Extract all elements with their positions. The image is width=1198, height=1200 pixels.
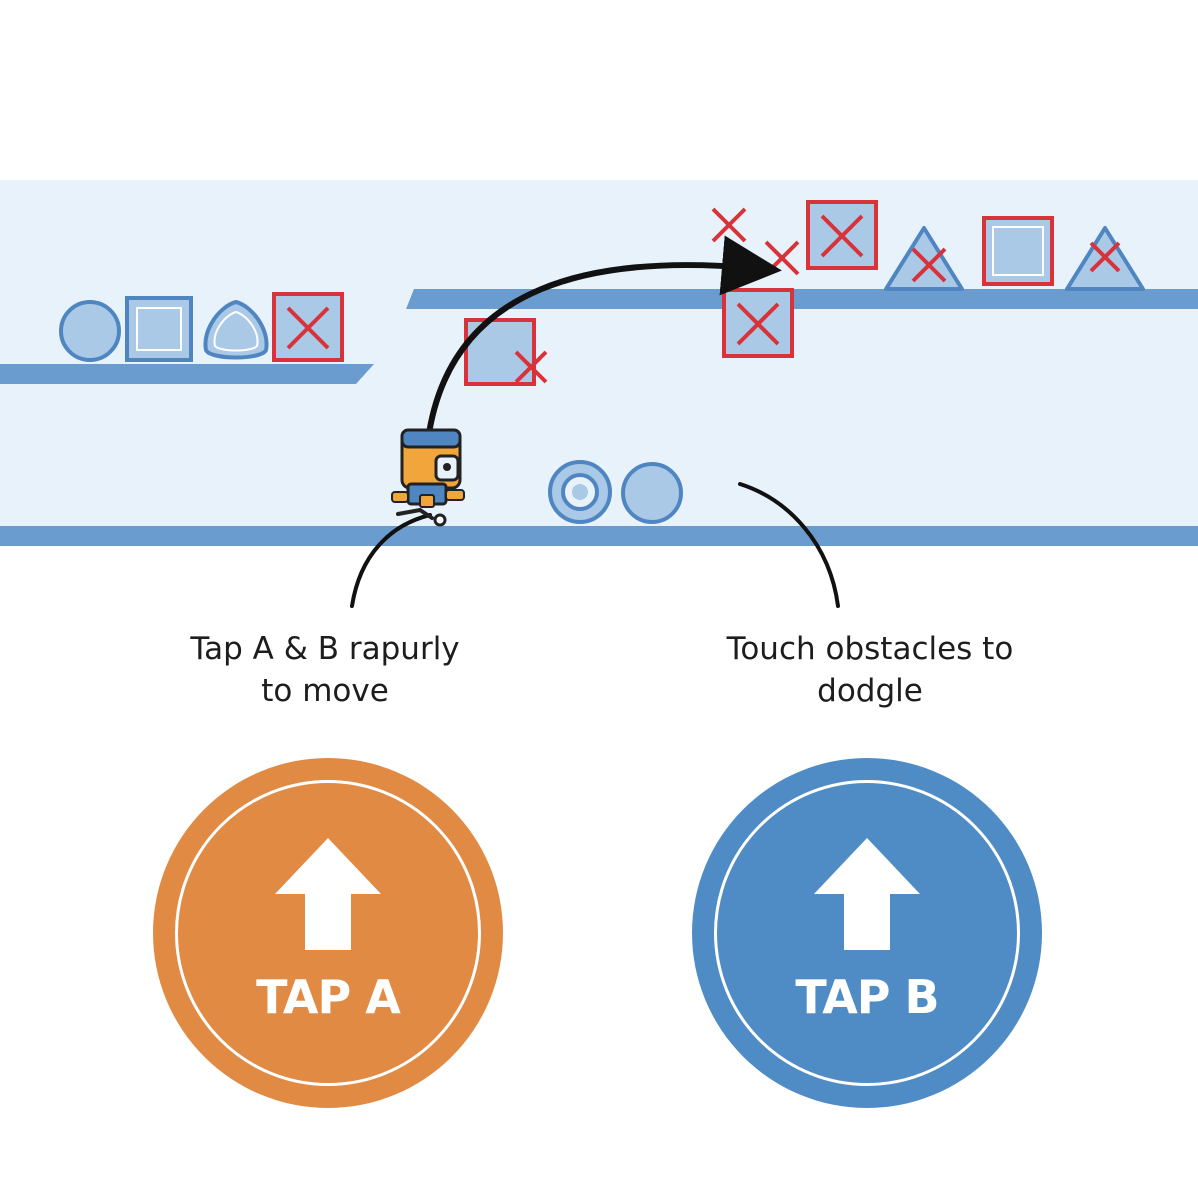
hazard-box (982, 216, 1054, 286)
drop-obstacle-inner (213, 310, 259, 352)
circle-obstacle (621, 462, 683, 524)
arrow-up-icon (275, 838, 381, 950)
callout-line-left (350, 513, 432, 608)
hazard-triangle (884, 226, 964, 291)
x-mark-icon (736, 302, 780, 346)
x-mark-icon (820, 214, 864, 258)
x-mark-icon (1089, 241, 1121, 273)
x-mark-icon (911, 247, 947, 283)
hint-dodge: Touch obstacles to dodgle (680, 628, 1060, 712)
arrow-up-icon (814, 838, 920, 950)
tap-a-button[interactable]: TAP A (153, 758, 503, 1108)
hazard-box (722, 288, 794, 358)
ground-platform (0, 526, 1198, 546)
hint-dodge-line-2: dodgle (817, 673, 923, 709)
hint-move: Tap A & B rapurly to move (150, 628, 500, 712)
jump-path-arrow (425, 235, 782, 443)
game-scene (0, 180, 1198, 608)
tap-b-label: TAP B (795, 970, 939, 1024)
tap-a-ring (175, 780, 481, 1086)
x-mark-icon (286, 306, 330, 350)
hint-move-line-1: Tap A & B rapurly (190, 631, 460, 667)
tap-b-button[interactable]: TAP B (692, 758, 1042, 1108)
hazard-box (272, 292, 344, 362)
tap-b-ring (714, 780, 1020, 1086)
circle-obstacle (59, 300, 121, 362)
upper-right-ledge (406, 289, 1198, 309)
ring-obstacle (548, 460, 612, 524)
robot-runner-icon (391, 428, 465, 527)
x-mark-icon (514, 350, 548, 384)
hazard-triangle (1065, 226, 1145, 291)
hint-dodge-line-1: Touch obstacles to (726, 631, 1014, 667)
lower-left-ledge (0, 364, 374, 384)
hint-move-line-2: to move (261, 673, 389, 709)
tap-a-label: TAP A (256, 970, 401, 1024)
square-obstacle-inner (136, 307, 182, 351)
callout-line-right (738, 482, 840, 608)
hazard-box (806, 200, 878, 270)
drop-obstacle (203, 299, 269, 360)
